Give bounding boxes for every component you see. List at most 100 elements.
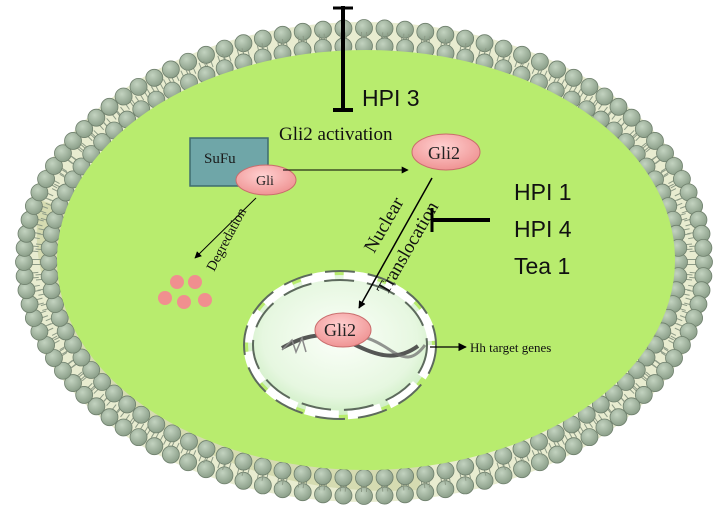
lipid-head [513,45,531,64]
lipid-head [37,170,55,188]
lipid-head [114,87,133,106]
lipid-head [475,452,494,471]
lipid-head [87,397,106,416]
lipid-head [54,361,72,380]
gli2-cytoplasm-protein [411,133,481,171]
lipid-head [656,144,674,163]
lipid-head [694,238,713,257]
lipid-head [530,453,549,472]
lipid-head [355,487,373,505]
lipid-head [656,361,674,380]
lipid-head [234,34,253,53]
lipid-head [646,374,664,392]
lipid-head [416,464,435,483]
lipid-head [609,97,628,116]
dna-faint [281,335,307,355]
lipid-head [513,460,531,479]
hh-target-genes-label: Hh target genes [470,340,551,355]
nuclear-envelope-inner [252,279,428,411]
lipid-head [161,445,180,464]
lipid-head [161,60,180,79]
lipid-head [313,467,332,486]
lipid-head [118,395,137,414]
translocation-arrow [358,177,433,309]
lipid-head [622,397,641,416]
lipid-head [494,466,513,485]
lipid-head [179,453,198,472]
lipid-head [396,485,414,504]
lipid-head [129,428,148,447]
lipid-head [436,461,455,480]
lipid-head [114,418,133,437]
lipid-head [646,132,664,150]
lipid-head [129,77,148,96]
lipid-head [334,486,353,505]
tea1-label: Tea 1 [514,253,570,279]
lipid-head [64,374,82,392]
lipid-head [673,336,691,354]
lipid-head [215,39,234,58]
lipid-head [475,34,494,53]
lipid-head [293,483,312,502]
lipid-head [595,87,614,106]
lipid-head [595,418,614,437]
lipid-head [145,437,164,456]
lipid-head [273,25,292,44]
lipid-head [375,486,394,505]
lipid-head [163,424,182,443]
lipid-head [234,471,253,490]
gli-protein [235,164,297,196]
lipid-head [197,440,216,458]
lipid-head [273,480,292,499]
lipid-head [293,464,312,483]
lipid-head [475,471,494,490]
lipid-head [314,20,332,39]
lipid-head [215,466,234,485]
lipid-head [314,485,332,504]
gli2-nucleus-protein [314,312,372,348]
lipid-head [93,373,111,391]
lipid-head [334,468,353,487]
lipid-head [436,480,455,499]
gli2-nucleus-label: Gli2 [324,320,356,340]
lipid-head [179,52,198,71]
lipid-head [436,25,455,44]
gli-label: Gli [256,174,274,189]
gli2-activation-label: Gli2 activation [279,124,393,145]
lipid-head [580,428,599,447]
lipid-head [215,446,234,465]
lipid-head [234,452,253,471]
lipid-head [100,408,119,427]
hpi3-label: HPI 3 [362,85,420,111]
lipid-head [197,45,215,64]
lipid-head [273,461,292,480]
lipid-head [494,39,513,58]
hpi1-label: HPI 1 [514,179,572,205]
gli2-cytoplasm-label: Gli2 [428,143,460,163]
lipid-head [147,415,166,434]
lipid-head [105,384,123,403]
lipid-head [609,408,628,427]
lipid-head [64,132,82,150]
lipid-head [530,52,549,71]
lipid-head [197,460,215,479]
lipid-head [375,19,394,38]
degraded-gli-spheres [158,275,212,309]
lipid-head [145,68,164,87]
lipid-head [180,432,198,451]
lipid-head [456,457,475,476]
lipid-head [416,22,435,41]
lipid-head [564,437,583,456]
nuclear-envelope [243,270,437,420]
lipid-head [634,120,653,138]
lipid-head [87,108,106,127]
lipid-head [416,483,435,502]
lipid-head [548,60,567,79]
lipid-head [355,19,373,37]
degradation-arrow [194,197,257,259]
lipid-head [665,349,683,367]
hpi4-label: HPI 4 [514,216,572,242]
lipid-head [293,22,312,41]
